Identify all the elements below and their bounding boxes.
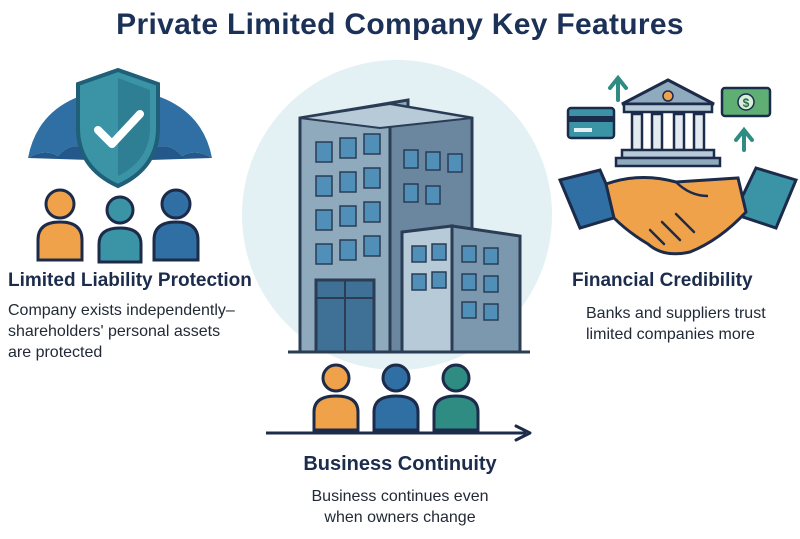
feature-desc-credibility: Banks and suppliers trust limited compan… xyxy=(586,303,766,345)
person-icon xyxy=(432,363,480,432)
feature-heading-credibility: Financial Credibility xyxy=(572,270,753,291)
checkmark-icon xyxy=(94,110,144,148)
credit-card-icon xyxy=(566,106,616,140)
desc-line: Company exists independently– xyxy=(8,302,235,319)
person-icon xyxy=(152,188,200,262)
desc-line: limited companies more xyxy=(586,326,755,343)
feature-heading-liability: Limited Liability Protection xyxy=(8,270,252,291)
bank-icon xyxy=(614,78,722,168)
handshake-icon xyxy=(557,166,799,256)
page-title: Private Limited Company Key Features xyxy=(116,8,684,41)
person-icon xyxy=(36,188,84,262)
shield-icon xyxy=(76,67,160,189)
arrow-up-icon xyxy=(608,74,628,102)
feature-heading-continuity: Business Continuity xyxy=(303,453,497,475)
arrow-up-icon xyxy=(734,126,754,152)
person-icon xyxy=(97,195,143,264)
desc-line: when owners change xyxy=(324,509,476,526)
desc-line: Business continues even xyxy=(311,488,489,505)
person-icon xyxy=(372,363,420,432)
banknote-icon: $ xyxy=(720,86,772,118)
feature-desc-continuity: Business continues even when owners chan… xyxy=(0,486,800,528)
person-icon xyxy=(312,363,360,432)
desc-line: Banks and suppliers trust xyxy=(586,305,766,322)
desc-line: are protected xyxy=(8,344,103,361)
office-building-icon xyxy=(288,98,530,354)
svg-text:$: $ xyxy=(743,96,750,110)
desc-line: shareholders' personal assets xyxy=(8,323,221,340)
feature-desc-liability: Company exists independently– shareholde… xyxy=(8,300,235,363)
arrow-right-icon xyxy=(266,424,532,442)
